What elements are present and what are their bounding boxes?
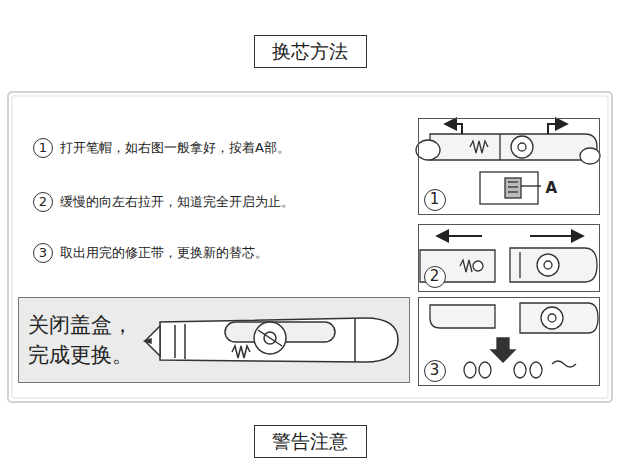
heading-text: 换芯方法 bbox=[272, 39, 348, 64]
illustration-box: 2 bbox=[418, 224, 600, 292]
instruction-panel-part bbox=[8, 92, 612, 402]
pen-hold-illustration-part bbox=[505, 178, 521, 198]
refill-swap-illustration-part bbox=[520, 303, 598, 333]
closed-pen-illustration-part bbox=[145, 326, 160, 356]
closed-pen-illustration-part bbox=[232, 346, 250, 358]
refill-swap-illustration-part bbox=[479, 362, 491, 378]
pen-open-illustration-part bbox=[460, 260, 472, 272]
part-letter: A bbox=[546, 178, 558, 198]
pen-hold-illustration-part bbox=[480, 172, 538, 204]
pen-hold-illustration-part bbox=[518, 143, 526, 151]
pen-hold-illustration-part bbox=[499, 134, 500, 160]
step-number: 1 bbox=[424, 189, 446, 211]
closed-pen-illustration-part bbox=[174, 325, 176, 358]
heading-text: 警告注意 bbox=[272, 429, 348, 454]
refill-swap-illustration-part bbox=[491, 338, 515, 362]
refill-swap-illustration-part bbox=[464, 362, 476, 378]
refill-swap-illustration-part bbox=[541, 307, 563, 329]
heading-box: 换芯方法 bbox=[254, 35, 367, 68]
illustration-box: 1A bbox=[418, 118, 600, 215]
pen-hold-illustration-part bbox=[446, 124, 462, 134]
refill-swap-illustration-part bbox=[430, 305, 495, 328]
pen-open-illustration-part bbox=[519, 252, 520, 278]
pen-open-illustration-part bbox=[537, 254, 559, 276]
pen-open-illustration-part bbox=[473, 261, 483, 271]
step-text: 取出用完的修正带，更换新的替芯。 bbox=[60, 243, 268, 263]
pen-open-illustration-part bbox=[544, 261, 552, 269]
closed-pen-illustration-part bbox=[160, 318, 398, 362]
refill-swap-illustration-part bbox=[530, 362, 542, 378]
pen-hold-illustration-part bbox=[548, 124, 566, 134]
step-number: 3 bbox=[424, 360, 446, 382]
instruction-panel-part bbox=[12, 96, 608, 398]
refill-swap-illustration-part bbox=[548, 314, 556, 322]
step-number: 1 bbox=[33, 138, 53, 158]
closing-note: 关闭盖盒， 完成更换。 bbox=[28, 310, 139, 370]
instruction-panel bbox=[8, 92, 612, 402]
step-text: 缓慢的向左右拉开，知道完全开启为止。 bbox=[60, 192, 294, 212]
refill-swap-illustration bbox=[430, 303, 598, 378]
pen-hold-illustration-part bbox=[470, 141, 488, 153]
heading-box: 警告注意 bbox=[254, 425, 367, 458]
pen-open-illustration bbox=[420, 236, 597, 282]
closed-pen-illustration-part bbox=[354, 318, 356, 362]
illustration-box: 3 bbox=[418, 297, 600, 386]
pen-open-illustration-part bbox=[438, 235, 482, 237]
pen-hold-illustration-part bbox=[580, 148, 600, 164]
step-text: 打开笔帽，如右图一般拿好，按着A部。 bbox=[60, 138, 290, 158]
pen-hold-illustration-part bbox=[508, 181, 518, 182]
pen-hold-illustration-part bbox=[521, 185, 541, 186]
pen-open-illustration-part bbox=[530, 235, 582, 237]
step-number: 2 bbox=[424, 266, 446, 288]
pen-hold-illustration-part bbox=[416, 140, 440, 160]
closed-pen-illustration-part bbox=[258, 330, 282, 346]
refill-swap-illustration-part bbox=[514, 362, 526, 378]
step-number: 3 bbox=[33, 243, 53, 263]
closed-pen-illustration-part bbox=[145, 339, 151, 343]
closed-pen-illustration-part bbox=[254, 322, 286, 354]
pen-hold-illustration-part bbox=[430, 134, 597, 160]
closing-note-box: 关闭盖盒， 完成更换。 bbox=[18, 297, 410, 383]
pen-open-illustration-part bbox=[510, 248, 597, 282]
refill-swap-illustration-part bbox=[552, 361, 576, 367]
closed-pen-illustration bbox=[145, 318, 398, 362]
pen-hold-illustration-part bbox=[508, 191, 518, 192]
closed-pen-illustration-part bbox=[184, 324, 186, 359]
grey-box-fill bbox=[19, 298, 409, 382]
grey-box-fill-part bbox=[19, 298, 409, 382]
pen-hold-illustration-part bbox=[508, 186, 518, 187]
pen-hold-illustration bbox=[416, 124, 600, 204]
pen-hold-illustration-part bbox=[511, 136, 533, 158]
step-number: 2 bbox=[33, 192, 53, 212]
